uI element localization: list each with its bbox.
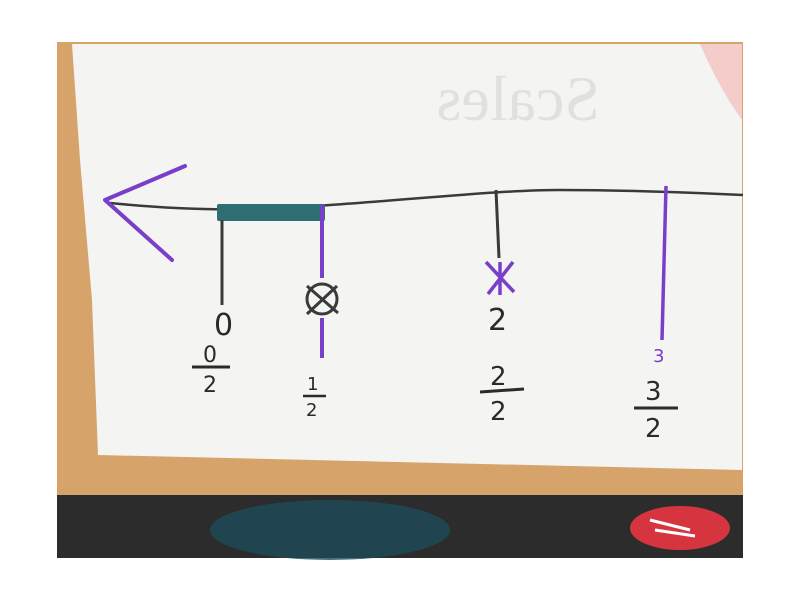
fraction-3-den: 2 <box>645 414 662 444</box>
fraction-2-den: 2 <box>490 397 507 427</box>
fraction-2-bar <box>479 387 525 394</box>
fraction-2-num: 2 <box>490 362 507 392</box>
fraction-1-num: 1 <box>307 374 318 395</box>
fraction-1-den: 2 <box>306 400 317 421</box>
fraction-3-num: 3 <box>645 377 662 407</box>
purple-x-mark <box>484 260 516 296</box>
teal-block <box>217 204 325 221</box>
ghost-text: Scales <box>437 63 601 134</box>
shoe-laces <box>649 518 696 538</box>
cross-mark <box>305 284 339 316</box>
arrow-head <box>103 164 187 262</box>
label-zero: 0 <box>214 308 233 343</box>
label-three-purple: 3 <box>653 346 664 367</box>
fraction-0-den: 2 <box>203 373 217 398</box>
crossed-circle <box>305 282 339 316</box>
chair-shape <box>210 500 450 560</box>
label-two: 2 <box>488 303 507 338</box>
paper-sheet <box>72 44 742 470</box>
tick-one <box>494 189 501 259</box>
tick-three-halves <box>660 185 668 341</box>
fraction-0-num: 0 <box>203 343 217 368</box>
pink-corner <box>700 44 742 120</box>
